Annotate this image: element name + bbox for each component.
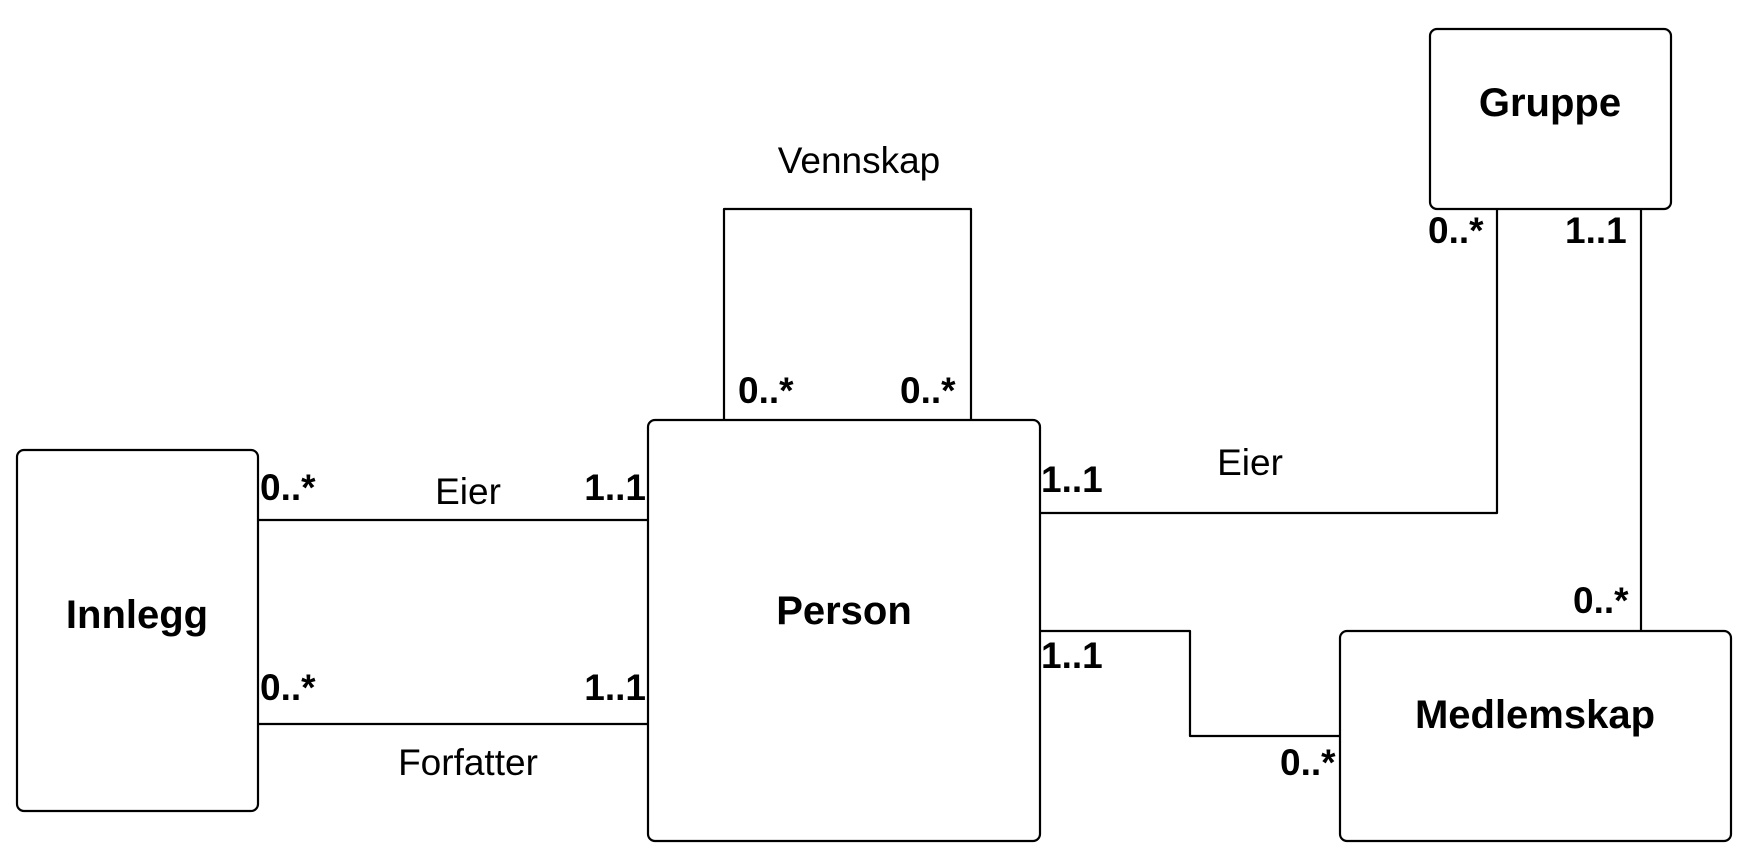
entity-gruppe-box[interactable] (1428, 27, 1673, 211)
entity-innlegg-label: Innlegg (66, 593, 208, 637)
relationship-label-innlegg-eier: Eier (435, 471, 501, 512)
relationship-label-gruppe-eier: Eier (1217, 442, 1283, 483)
multiplicity-innlegg-forfatter-innlegg: 0..* (260, 667, 316, 708)
entity-person-label: Person (776, 589, 912, 633)
multiplicity-vennskap-left: 0..* (738, 370, 794, 411)
multiplicity-gruppe-eier-person: 1..1 (1041, 459, 1103, 500)
relationship-label-innlegg-forfatter: Forfatter (398, 742, 538, 783)
multiplicity-innlegg-forfatter-person: 1..1 (584, 667, 646, 708)
relationship-label-vennskap: Vennskap (778, 140, 941, 181)
connector-vennskap (722, 207, 973, 420)
multiplicity-innlegg-eier-person: 1..1 (584, 467, 646, 508)
connector-person-gruppe-eier (1040, 209, 1499, 515)
multiplicity-person-medlemskap-person: 1..1 (1041, 635, 1103, 676)
multiplicity-innlegg-eier-innlegg: 0..* (260, 467, 316, 508)
entity-gruppe-label: Gruppe (1479, 81, 1621, 125)
entity-medlemskap-box[interactable] (1338, 629, 1733, 843)
connector-person-medlemskap (1040, 629, 1340, 738)
multiplicity-gruppe-eier-gruppe: 0..* (1428, 210, 1484, 251)
multiplicity-gruppe-medlemskap-gruppe: 1..1 (1565, 210, 1627, 251)
entity-person-box[interactable] (646, 418, 1042, 843)
entity-innlegg-box[interactable] (15, 448, 260, 813)
multiplicity-person-medlemskap-medlemskap: 0..* (1280, 742, 1336, 783)
multiplicity-gruppe-medlemskap-medlemskap: 0..* (1573, 580, 1629, 621)
multiplicity-vennskap-right: 0..* (900, 370, 956, 411)
entity-medlemskap-label: Medlemskap (1415, 693, 1655, 737)
